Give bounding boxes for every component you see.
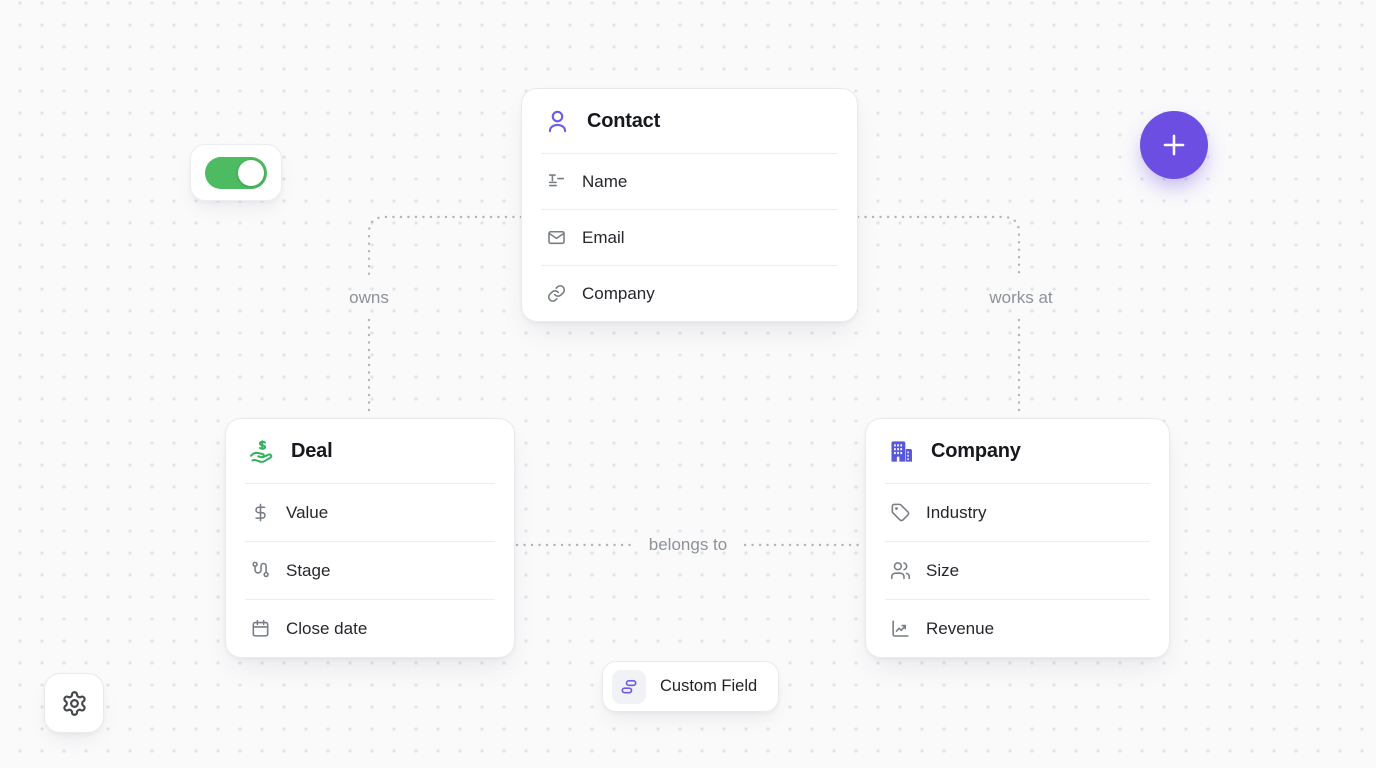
- hand-coins-icon: [249, 439, 273, 463]
- text-icon: [548, 174, 565, 187]
- field-label: Company: [582, 283, 655, 303]
- user-icon: [548, 110, 567, 132]
- custom-field-label: Custom Field: [660, 677, 758, 695]
- field-label: Email: [582, 227, 625, 247]
- tag-icon: [891, 503, 910, 522]
- add-button[interactable]: [1140, 111, 1208, 179]
- field-row-revenue[interactable]: Revenue: [866, 600, 1169, 657]
- custom-field-icon-box: [612, 669, 646, 704]
- divider: [541, 153, 838, 154]
- divider: [541, 265, 838, 266]
- field-label: Value: [286, 502, 329, 522]
- field-row-company[interactable]: Company: [522, 266, 857, 321]
- field-row-name[interactable]: Name: [522, 154, 857, 209]
- field-label: Industry: [926, 502, 987, 522]
- wire-works-at: [856, 215, 1021, 278]
- relationship-label-belongs-to: belongs to: [648, 535, 728, 554]
- divider: [245, 483, 495, 484]
- users-icon: [890, 562, 911, 580]
- link-icon: [547, 285, 566, 302]
- field-label: Size: [926, 560, 960, 580]
- toggle-switch[interactable]: [190, 144, 282, 201]
- contact-card-header: Contact: [522, 89, 857, 153]
- entity-card-contact[interactable]: Contact Name Email Company: [521, 88, 858, 322]
- gear-icon: [62, 690, 86, 716]
- settings-button[interactable]: [44, 673, 104, 733]
- chart-icon: [892, 620, 909, 637]
- field-label: Revenue: [926, 618, 995, 638]
- custom-field-chip[interactable]: Custom Field: [602, 661, 780, 712]
- buildings-icon: [891, 440, 912, 462]
- field-row-close-date[interactable]: Close date: [226, 600, 514, 657]
- divider: [885, 483, 1150, 484]
- field-row-size[interactable]: Size: [866, 542, 1169, 599]
- entity-card-deal[interactable]: Deal Value Stage Close date: [225, 418, 515, 658]
- company-card-header: Company: [866, 419, 1169, 483]
- divider: [245, 599, 495, 600]
- plus-icon: [1163, 134, 1185, 156]
- dollar-icon: [255, 503, 266, 522]
- mail-icon: [548, 230, 565, 245]
- calendar-icon: [252, 619, 269, 637]
- field-label: Stage: [286, 560, 331, 580]
- field-row-stage[interactable]: Stage: [226, 542, 514, 599]
- route-icon: [252, 561, 269, 578]
- divider: [885, 599, 1150, 600]
- wire-owns: [367, 215, 523, 278]
- entity-title: Company: [931, 439, 1021, 462]
- field-row-value[interactable]: Value: [226, 484, 514, 541]
- rows-icon: [621, 679, 637, 693]
- field-row-email[interactable]: Email: [522, 210, 857, 265]
- field-label: Name: [582, 171, 628, 191]
- divider: [885, 541, 1150, 542]
- field-label: Close date: [286, 618, 368, 638]
- toggle-track-on[interactable]: [205, 156, 267, 189]
- field-row-industry[interactable]: Industry: [866, 484, 1169, 541]
- entity-title: Contact: [587, 109, 661, 132]
- entity-title: Deal: [291, 439, 333, 462]
- divider: [245, 541, 495, 542]
- relationship-label-works-at: works at: [989, 288, 1053, 307]
- divider: [541, 209, 838, 210]
- entity-card-company[interactable]: Company Industry Size: [865, 418, 1170, 658]
- toggle-knob: [238, 159, 264, 186]
- deal-card-header: Deal: [226, 419, 514, 483]
- relationship-label-owns: owns: [349, 288, 389, 307]
